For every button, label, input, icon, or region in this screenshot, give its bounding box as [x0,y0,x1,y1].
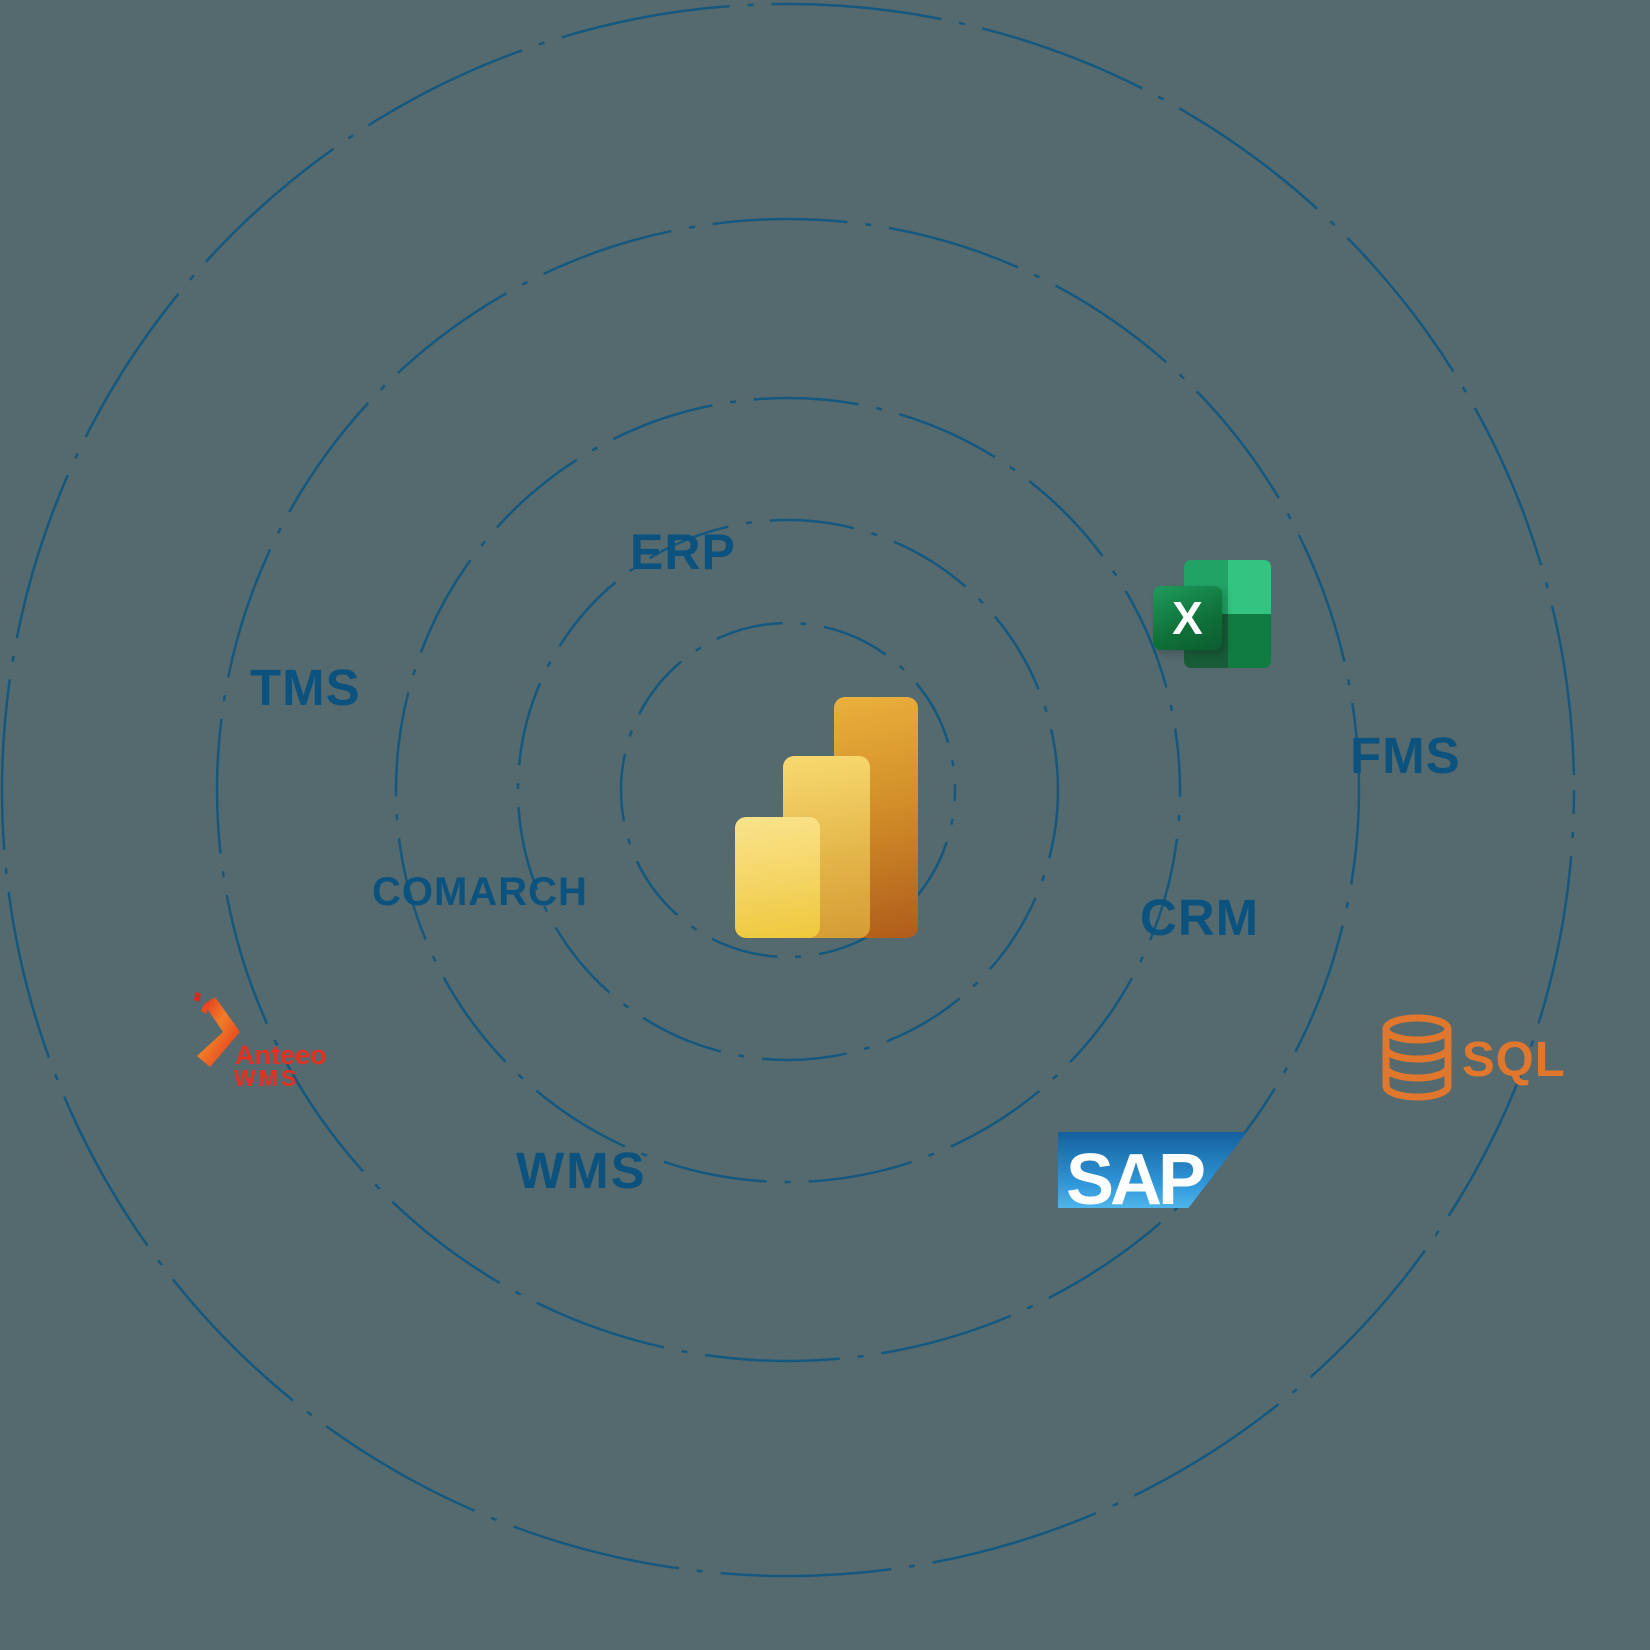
database-icon [1382,1014,1452,1101]
chevron-arrow-icon [194,992,240,1067]
excel-icon: X [1153,560,1271,670]
powerbi-bar-short [735,817,820,938]
sql-logo: SQL [1378,1010,1565,1101]
label-comarch: COMARCH [372,870,588,914]
sap-text: SAP [1066,1140,1206,1220]
label-crm: CRM [1140,889,1260,946]
sql-text: SQL [1462,1033,1566,1087]
label-tms: TMS [250,659,361,716]
label-fms: FMS [1350,727,1461,784]
anteeo-wms-text: WMS [234,1065,300,1091]
excel-letter: X [1172,592,1203,644]
ring [394,396,1182,1184]
ring [0,2,1576,1578]
powerbi-bars-icon [735,697,919,940]
anteeo-text: Anteeo [235,1040,327,1070]
anteeo-wms-logo: Anteeo WMS [188,990,364,1090]
label-wms: WMS [516,1142,647,1199]
ring [516,518,1060,1062]
ring [619,621,957,959]
excel-x-tile: X [1153,586,1222,650]
label-erp: ERP [630,524,736,580]
ring [215,217,1361,1363]
